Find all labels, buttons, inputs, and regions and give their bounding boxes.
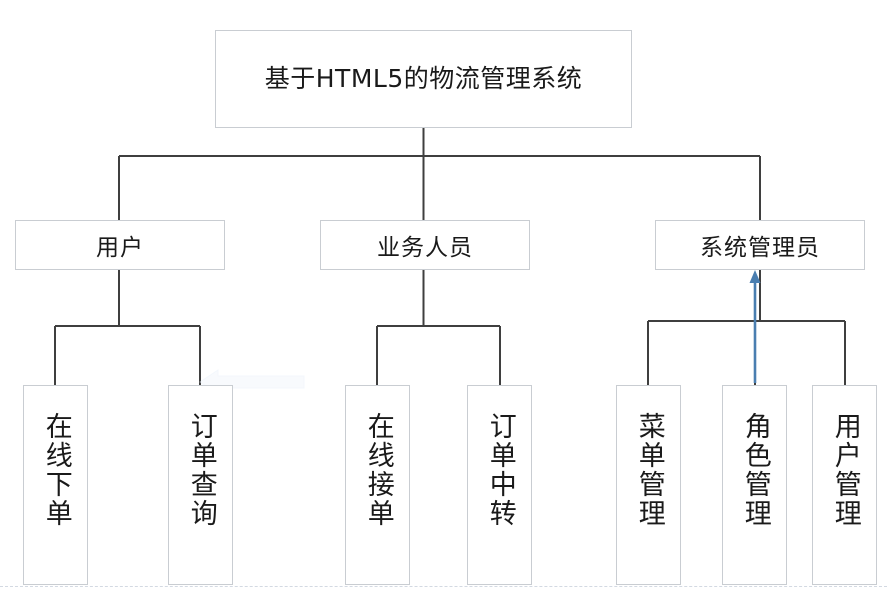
node-order-query[interactable]: 订单查询 — [168, 385, 233, 585]
node-order-transfer[interactable]: 订单中转 — [467, 385, 532, 585]
node-menu-management[interactable]: 菜单管理 — [616, 385, 681, 585]
node-online-accept[interactable]: 在线接单 — [345, 385, 410, 585]
node-order-transfer-label: 订单中转 — [484, 412, 516, 528]
node-admin[interactable]: 系统管理员 — [655, 220, 865, 270]
node-menu-management-label: 菜单管理 — [633, 412, 665, 528]
node-root[interactable]: 基于HTML5的物流管理系统 — [215, 30, 632, 128]
node-online-accept-label: 在线接单 — [362, 412, 394, 528]
node-role-management[interactable]: 角色管理 — [722, 385, 787, 585]
node-role-management-label: 角色管理 — [739, 412, 771, 528]
node-order-query-label: 订单查询 — [185, 412, 217, 528]
node-staff[interactable]: 业务人员 — [320, 220, 530, 270]
node-admin-label: 系统管理员 — [700, 235, 820, 261]
node-online-order-label: 在线下单 — [40, 412, 72, 528]
node-user[interactable]: 用户 — [15, 220, 225, 270]
node-root-label: 基于HTML5的物流管理系统 — [264, 64, 583, 93]
node-user-label: 用户 — [96, 235, 144, 261]
page-guide-line — [0, 586, 887, 587]
highlight-arrow-role-to-admin — [749, 270, 761, 383]
node-online-order[interactable]: 在线下单 — [23, 385, 88, 585]
node-user-management-label: 用户管理 — [829, 412, 861, 528]
node-user-management[interactable]: 用户管理 — [812, 385, 877, 585]
node-staff-label: 业务人员 — [377, 235, 473, 261]
